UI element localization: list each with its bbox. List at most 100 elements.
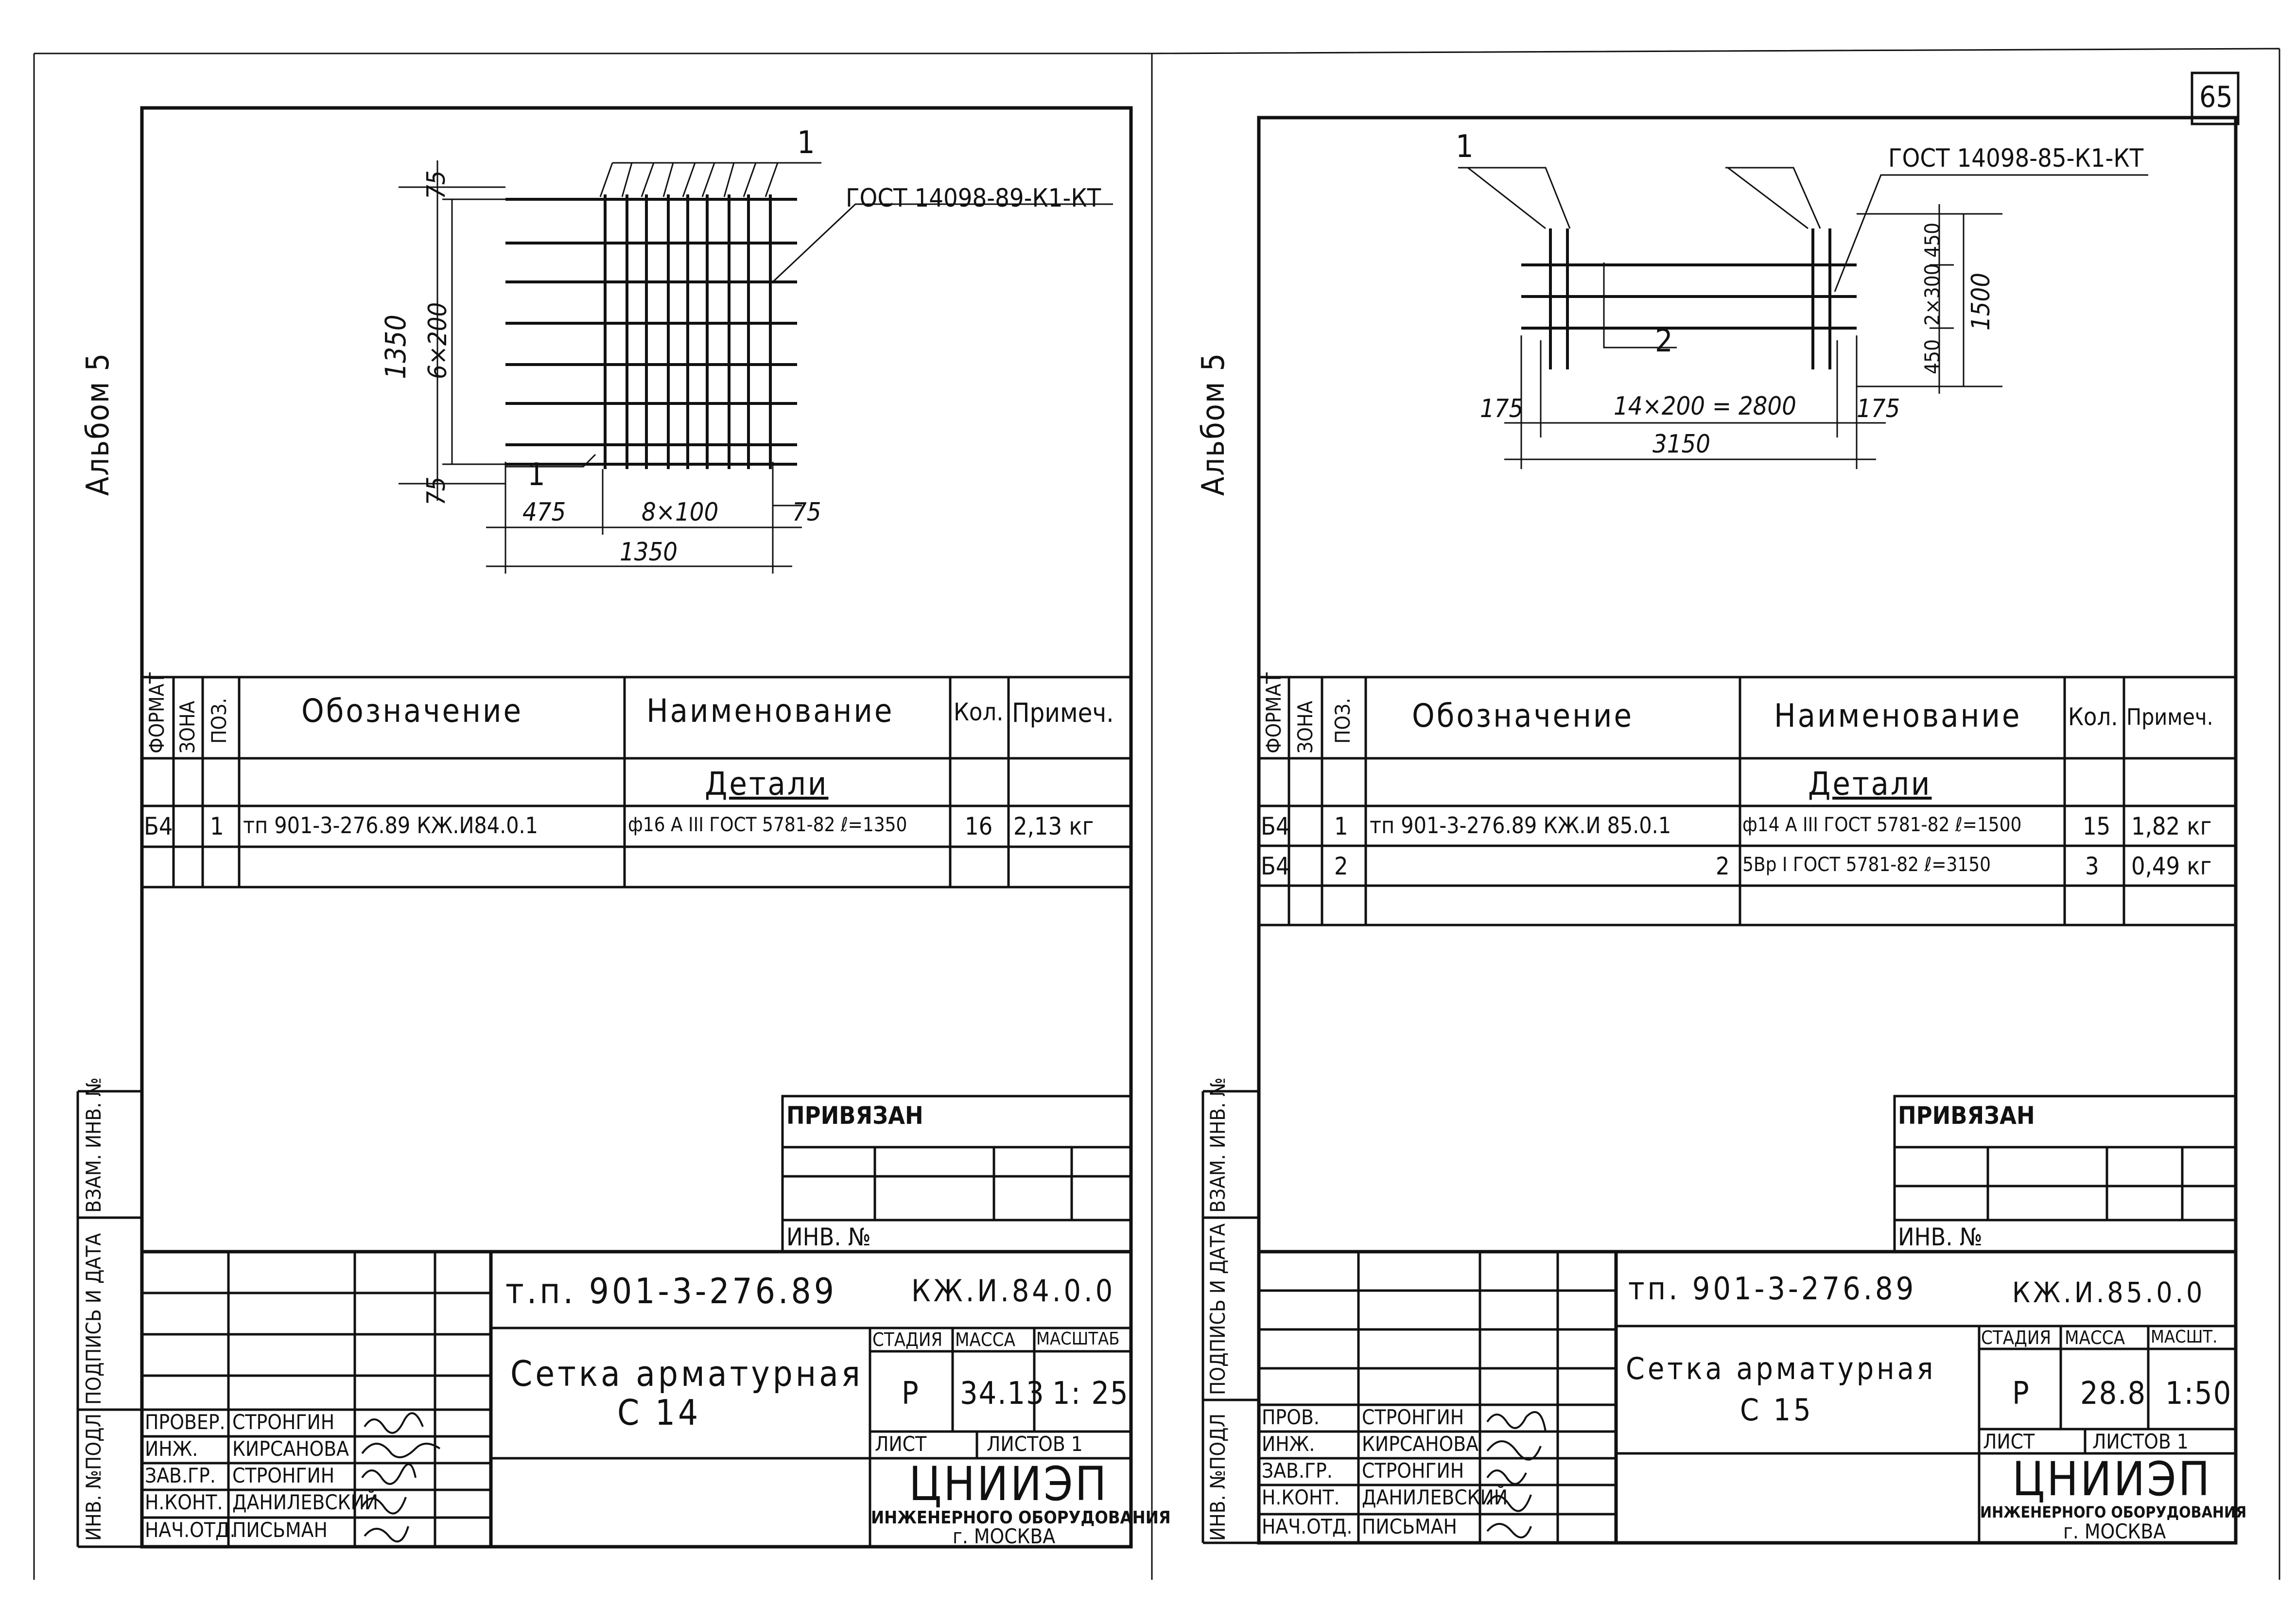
scale-left: 1: 25 — [1052, 1376, 1129, 1412]
dim-top-left: 75 — [422, 170, 451, 199]
dim-rows-left: 6×200 — [423, 302, 452, 379]
row1-code-right: 2 — [1716, 852, 1730, 880]
callout-1-right: 1 — [1456, 129, 1475, 165]
row-poz-left: 1 — [210, 812, 224, 840]
sig-name-right-0: СТРОНГИН — [1362, 1405, 1464, 1429]
sig-name-left-0: СТРОНГИН — [232, 1410, 335, 1434]
stamp-inv-podl-left: ИНВ. №ПОДЛ — [82, 1413, 105, 1541]
sig-role-right-1: ИНЖ. — [1262, 1432, 1315, 1456]
title-line1-left: Сетка арматурная — [510, 1353, 863, 1394]
sig-role-right-2: ЗАВ.ГР. — [1262, 1459, 1333, 1483]
sig-role-left-4: НАЧ.ОТД. — [145, 1518, 236, 1542]
callout-1b-left: 1 — [527, 457, 546, 493]
row-note-left: 2,13 кг — [1013, 812, 1094, 840]
inv-no-left: ИНВ. № — [786, 1223, 871, 1251]
list-hdr-left: ЛИСТ — [875, 1432, 927, 1456]
dim-bottom-left: 75 — [422, 476, 451, 506]
gost-label-right: ГОСТ 14098-85-К1-КТ — [1888, 144, 2144, 173]
sig-name-left-2: СТРОНГИН — [232, 1464, 335, 1487]
mass-right: 28.8 — [2080, 1376, 2147, 1412]
hdr-zona-left: ЗОНА — [175, 700, 199, 753]
row1-format-right: Б4 — [1261, 852, 1290, 880]
hdr-poz-left: ПОЗ. — [207, 698, 231, 744]
dim-total-left: 1350 — [620, 538, 678, 567]
hdr-primech-left: Примеч. — [1012, 698, 1114, 728]
privyazan-left: ПРИВЯЗАН — [786, 1101, 923, 1130]
sig-role-left-1: ИНЖ. — [145, 1437, 198, 1461]
title-line1-right: Сетка арматурная — [1626, 1351, 1936, 1386]
stage-left: Р — [902, 1376, 920, 1412]
stage-right: Р — [2012, 1376, 2030, 1412]
callout-2-right: 2 — [1655, 323, 1674, 359]
dim-left-right: 175 — [1480, 394, 1524, 423]
gost-label-left: ГОСТ 14098-89-К1-КТ — [846, 184, 1101, 213]
dim-v-mid-right: 2×300 — [1920, 263, 1944, 326]
listov-hdr-left: ЛИСТОВ 1 — [987, 1432, 1083, 1456]
sig-role-left-2: ЗАВ.ГР. — [145, 1464, 216, 1487]
title-line2-left: С 14 — [617, 1392, 701, 1433]
scale-right: 1:50 — [2165, 1376, 2232, 1412]
album-label-right: Альбом 5 — [1196, 352, 1232, 496]
sig-role-left-0: ПРОВЕР. — [145, 1410, 226, 1434]
sig-name-left-3: ДАНИЛЕВСКИЙ — [232, 1490, 379, 1514]
org-sub-right: ИНЖЕНЕРНОГО ОБОРУДОВАНИЯ — [1980, 1503, 2247, 1521]
page-number: 65 — [2199, 80, 2233, 114]
stamp-inv-podl-right: ИНВ. №ПОДЛ — [1206, 1413, 1230, 1541]
row0-note-right: 1,82 кг — [2131, 812, 2212, 840]
dim-mid-left: 8×100 — [642, 498, 719, 527]
hdr-naimenovanie-right: Наименование — [1774, 697, 2022, 734]
callout-1-left: 1 — [797, 125, 816, 161]
mass-hdr-right: МАССА — [2065, 1327, 2125, 1348]
scale-hdr-left: МАСШТАБ — [1036, 1329, 1120, 1349]
dim-left-left: 475 — [522, 498, 566, 527]
hdr-poz-right: ПОЗ. — [1331, 698, 1355, 744]
hdr-oboznachenie-right: Обозначение — [1412, 697, 1634, 734]
sig-name-right-3: ДАНИЛЕВСКИЙ — [1362, 1485, 1508, 1509]
stamp-podpis-right: ПОДПИСЬ И ДАТА — [1206, 1223, 1230, 1395]
sig-name-left-1: КИРСАНОВА — [232, 1437, 349, 1461]
sig-role-right-4: НАЧ.ОТД. — [1262, 1515, 1353, 1538]
project-code-right: тп. 901-3-276.89 — [1628, 1271, 1917, 1307]
hdr-oboznachenie-left: Обозначение — [301, 692, 523, 730]
row0-code-right: тп 901-3-276.89 КЖ.И 85.0.1 — [1370, 812, 1671, 838]
hdr-format-left: ФОРМАТ — [145, 672, 169, 753]
sig-name-right-1: КИРСАНОВА — [1362, 1432, 1479, 1456]
hdr-kol-left: Кол. — [954, 698, 1004, 726]
hdr-primech-right: Примеч. — [2126, 704, 2213, 730]
doc-code-left: КЖ.И.84.0.0 — [911, 1273, 1116, 1309]
row-name-left: ф16 A III ГОСТ 5781-82 ℓ=1350 — [628, 814, 907, 836]
privyazan-right: ПРИВЯЗАН — [1898, 1101, 2035, 1130]
row1-name-right: 5Вр I ГОСТ 5781-82 ℓ=3150 — [1742, 854, 1991, 876]
dim-mid-right: 14×200 = 2800 — [1614, 392, 1796, 421]
inv-no-right: ИНВ. № — [1898, 1223, 1983, 1251]
dim-right-right: 175 — [1857, 394, 1900, 423]
sig-name-right-2: СТРОНГИН — [1362, 1459, 1464, 1483]
dim-total-right: 3150 — [1652, 430, 1711, 459]
sig-role-left-3: Н.КОНТ. — [145, 1490, 223, 1514]
stamp-vzam-right: ВЗАМ. ИНВ. № — [1206, 1077, 1230, 1213]
row0-format-right: Б4 — [1261, 812, 1290, 840]
project-code-left: т.п. 901-3-276.89 — [505, 1271, 837, 1311]
row0-name-right: ф14 A III ГОСТ 5781-82 ℓ=1500 — [1742, 814, 2022, 836]
org-name-right: ЦНИИЭП — [2012, 1452, 2212, 1506]
album-label-left: Альбом 5 — [80, 352, 116, 496]
row-format-left: Б4 — [144, 812, 173, 840]
scale-hdr-right: МАСШТ. — [2151, 1327, 2218, 1347]
sig-name-left-4: ПИСЬМАН — [232, 1518, 328, 1542]
stage-hdr-right: СТАДИЯ — [1981, 1327, 2052, 1348]
dim-v-bottom-right: 450 — [1920, 339, 1944, 374]
mass-hdr-left: МАССА — [955, 1329, 1016, 1350]
row0-poz-right: 1 — [1334, 812, 1348, 840]
section-label-left: Детали — [705, 765, 829, 803]
dim-v-total-right: 1500 — [1966, 272, 1996, 331]
row1-qty-right: 3 — [2085, 852, 2099, 880]
sig-role-right-3: Н.КОНТ. — [1262, 1485, 1340, 1509]
hdr-format-right: ФОРМАТ — [1262, 672, 1286, 753]
hdr-kol-right: Кол. — [2068, 703, 2118, 731]
row0-qty-right: 15 — [2083, 812, 2111, 840]
row-code-left: тп 901-3-276.89 КЖ.И84.0.1 — [243, 812, 539, 838]
org-city-left: г. МОСКВА — [953, 1524, 1056, 1548]
stamp-vzam-left: ВЗАМ. ИНВ. № — [82, 1077, 105, 1213]
sig-name-right-4: ПИСЬМАН — [1362, 1515, 1457, 1538]
row1-note-right: 0,49 кг — [2131, 852, 2212, 880]
